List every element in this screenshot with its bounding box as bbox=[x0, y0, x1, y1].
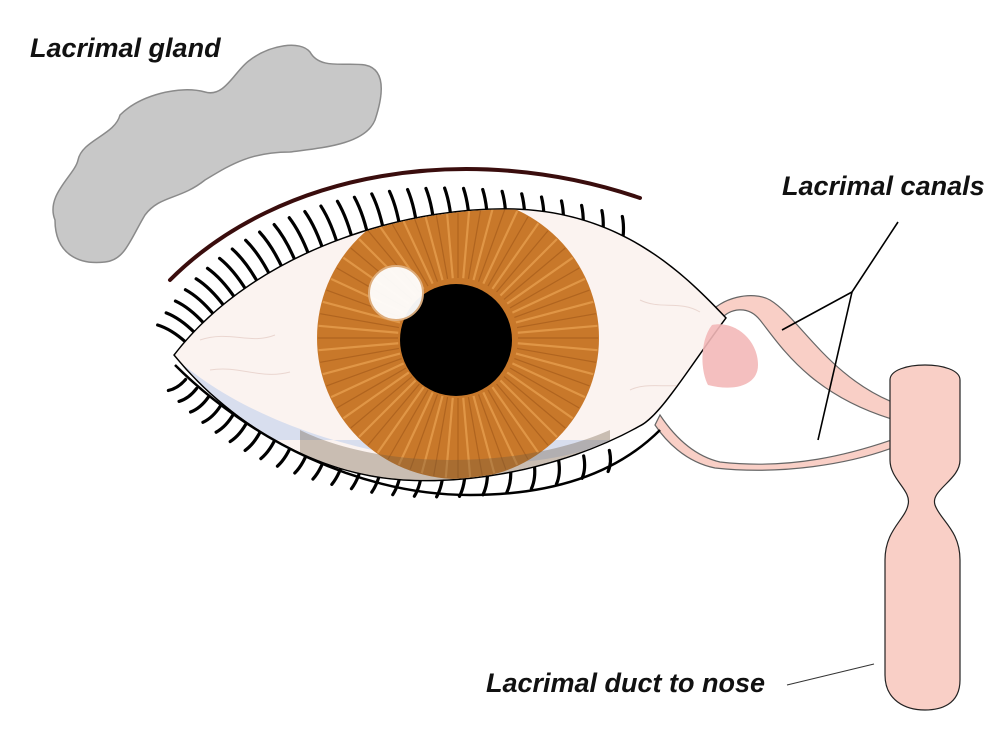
upper-lid-crease bbox=[168, 167, 642, 282]
label-lacrimal-gland: Lacrimal gland bbox=[30, 33, 221, 63]
lacrimal-canal-lower bbox=[654, 413, 913, 471]
pupil bbox=[400, 284, 512, 396]
canals-pointer-line-top bbox=[781, 221, 899, 331]
duct-pointer-line bbox=[786, 663, 875, 686]
caruncle bbox=[702, 324, 758, 388]
lacrimal-gland-shape bbox=[52, 44, 382, 264]
canals-pointer-line-bottom bbox=[817, 291, 853, 441]
eyeball bbox=[175, 209, 725, 480]
lower-lid-rim bbox=[174, 364, 661, 497]
label-lacrimal-canals: Lacrimal canals bbox=[782, 171, 985, 201]
eye-highlight bbox=[368, 265, 424, 321]
lacrimal-sac-and-duct bbox=[884, 364, 961, 711]
label-lacrimal-duct: Lacrimal duct to nose bbox=[486, 668, 766, 698]
